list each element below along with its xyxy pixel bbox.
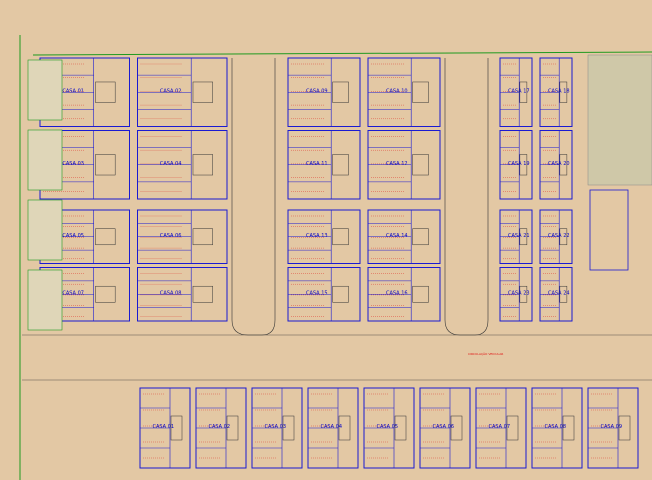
house-label: CASA 03 xyxy=(265,424,287,430)
house-label: CASA 20 xyxy=(548,161,570,167)
house-label: CASA 04 xyxy=(160,161,182,167)
stair-block xyxy=(559,81,568,103)
stair-block xyxy=(559,285,568,303)
house-label: CASA 02 xyxy=(209,424,231,430)
house-label: CASA 18 xyxy=(548,88,570,94)
house-label: CASA 02 xyxy=(160,88,182,94)
stair-block xyxy=(332,154,349,176)
stair-block xyxy=(170,415,183,441)
house-label: CASA 12 xyxy=(386,161,408,167)
house-label: CASA 15 xyxy=(306,290,328,296)
stair-block xyxy=(95,154,116,176)
house-label: CASA 24 xyxy=(548,290,570,296)
stair-block xyxy=(519,228,528,246)
house-label: CASA 03 xyxy=(62,161,84,167)
garden-plot xyxy=(27,129,63,191)
stair-block xyxy=(450,415,463,441)
stair-block xyxy=(559,228,568,246)
stair-block xyxy=(519,81,528,103)
house-label: CASA 08 xyxy=(545,424,567,430)
house-label: CASA 21 xyxy=(508,233,530,239)
house-label: CASA 22 xyxy=(548,233,570,239)
house-label: CASA 05 xyxy=(377,424,399,430)
stair-block xyxy=(192,154,213,176)
stair-block xyxy=(192,81,213,103)
house-label: CASA 10 xyxy=(386,88,408,94)
house-label: CASA 01 xyxy=(153,424,175,430)
stair-block xyxy=(562,415,575,441)
roads xyxy=(22,58,652,381)
stair-block xyxy=(332,228,349,246)
stair-block xyxy=(618,415,631,441)
stair-block xyxy=(338,415,351,441)
service-block xyxy=(589,189,629,271)
stair-block xyxy=(226,415,239,441)
stair-block xyxy=(412,285,429,303)
stair-block xyxy=(519,154,528,176)
house-label: CASA 06 xyxy=(433,424,455,430)
stair-block xyxy=(282,415,295,441)
house-label: CASA 19 xyxy=(508,161,530,167)
stair-block xyxy=(519,285,528,303)
house-label: CASA 09 xyxy=(601,424,623,430)
house-label: CASA 08 xyxy=(160,290,182,296)
house-label: CASA 09 xyxy=(306,88,328,94)
house-label: CASA 06 xyxy=(160,233,182,239)
garden-plot xyxy=(27,199,63,261)
house-label: CASA 07 xyxy=(62,290,84,296)
stair-block xyxy=(95,228,116,246)
house-label: CASA 04 xyxy=(321,424,343,430)
house-label: CASA 11 xyxy=(306,161,328,167)
house-label: CASA 07 xyxy=(489,424,511,430)
house-label: CASA 01 xyxy=(62,88,84,94)
stair-block xyxy=(506,415,519,441)
landscape-area xyxy=(587,54,652,186)
stair-block xyxy=(95,285,116,303)
stair-block xyxy=(192,228,213,246)
house-label: CASA 14 xyxy=(386,233,408,239)
house-label: CASA 23 xyxy=(508,290,530,296)
garden-plot xyxy=(27,59,63,121)
stair-block xyxy=(332,81,349,103)
stair-block xyxy=(192,285,213,303)
stair-block xyxy=(559,154,568,176)
stair-block xyxy=(412,154,429,176)
stair-block xyxy=(412,81,429,103)
house-label: CASA 13 xyxy=(306,233,328,239)
stair-block xyxy=(412,228,429,246)
house-label: CASA 17 xyxy=(508,88,530,94)
garden-plot xyxy=(27,269,63,331)
house-label: CASA 05 xyxy=(62,233,84,239)
house-blocks: CASA 01 CASA 02 CASA 03 CASA 04 CASA 05 CASA … xyxy=(27,57,639,469)
stair-block xyxy=(332,285,349,303)
stair-block xyxy=(394,415,407,441)
site-boundary-top xyxy=(32,51,652,56)
street-label: CIRCULAÇÃO VEICULAR xyxy=(468,351,503,356)
stair-block xyxy=(95,81,116,103)
house-label: CASA 16 xyxy=(386,290,408,296)
